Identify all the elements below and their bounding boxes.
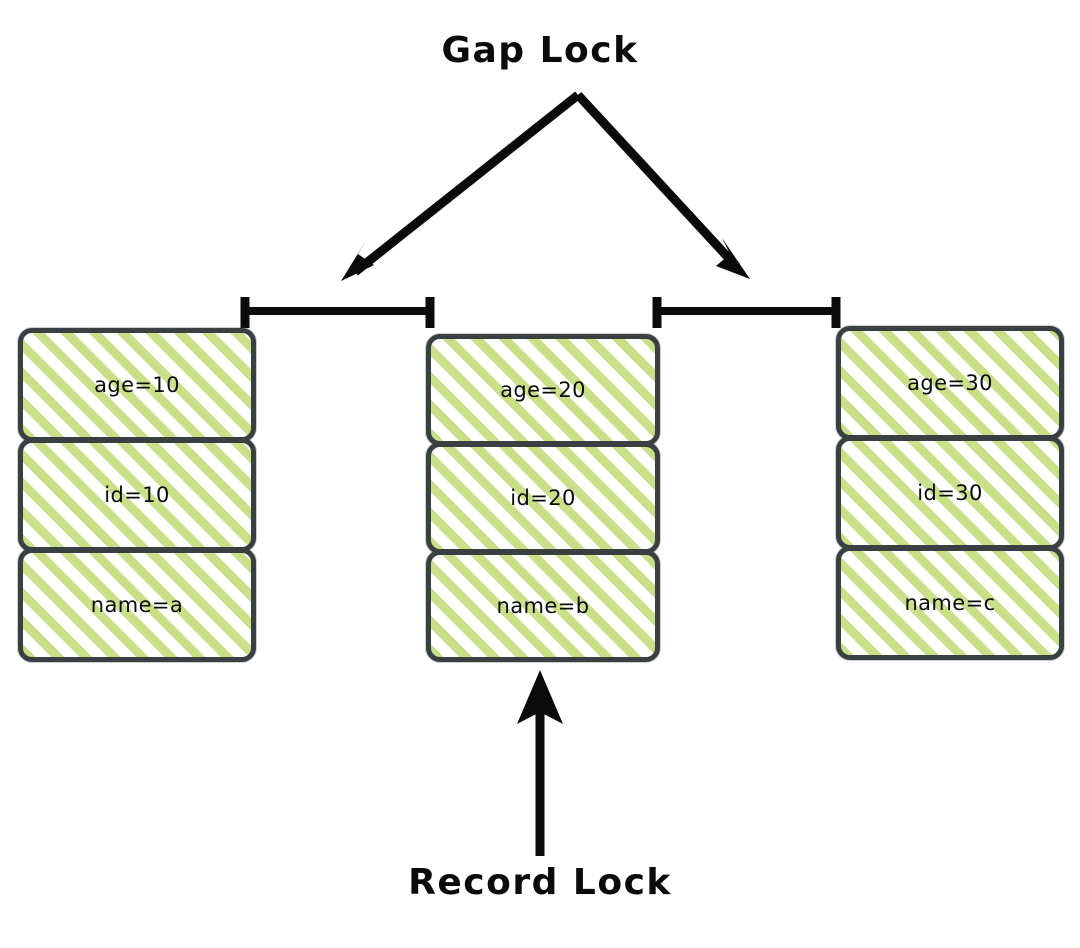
record-cell[interactable]: age=10 <box>18 328 256 442</box>
record-cell[interactable]: name=a <box>18 548 256 662</box>
record-cell[interactable]: name=c <box>836 546 1064 660</box>
record-cell[interactable]: id=10 <box>18 438 256 552</box>
record-cell[interactable]: name=b <box>426 550 660 662</box>
record-column-10: age=10 id=10 name=a <box>18 328 256 662</box>
record-cell-label: age=20 <box>500 378 586 402</box>
record-cell[interactable]: age=20 <box>426 334 660 446</box>
record-column-30: age=30 id=30 name=c <box>836 326 1064 660</box>
record-cell[interactable]: id=20 <box>426 442 660 554</box>
record-lock-arrow-icon <box>517 670 563 856</box>
record-cell-label: name=c <box>904 591 996 615</box>
record-column-20: age=20 id=20 name=b <box>426 334 660 662</box>
gap-lock-arrow-right-icon <box>574 91 750 279</box>
record-cell-label: age=30 <box>907 371 993 395</box>
record-cell-label: age=10 <box>94 373 180 397</box>
record-cell-label: id=10 <box>104 483 170 507</box>
record-cell-label: id=30 <box>917 481 983 505</box>
gap-lock-arrow-left-icon <box>341 91 581 281</box>
record-cell-label: name=b <box>496 594 590 618</box>
record-lock-title: Record Lock <box>408 862 672 903</box>
gap-bracket-left-icon <box>240 297 435 328</box>
record-cell[interactable]: age=30 <box>836 326 1064 440</box>
record-cell[interactable]: id=30 <box>836 436 1064 550</box>
record-cell-label: name=a <box>90 593 184 617</box>
gap-bracket-right-icon <box>652 297 841 328</box>
gap-lock-title: Gap Lock <box>441 30 639 71</box>
record-cell-label: id=20 <box>510 486 576 510</box>
